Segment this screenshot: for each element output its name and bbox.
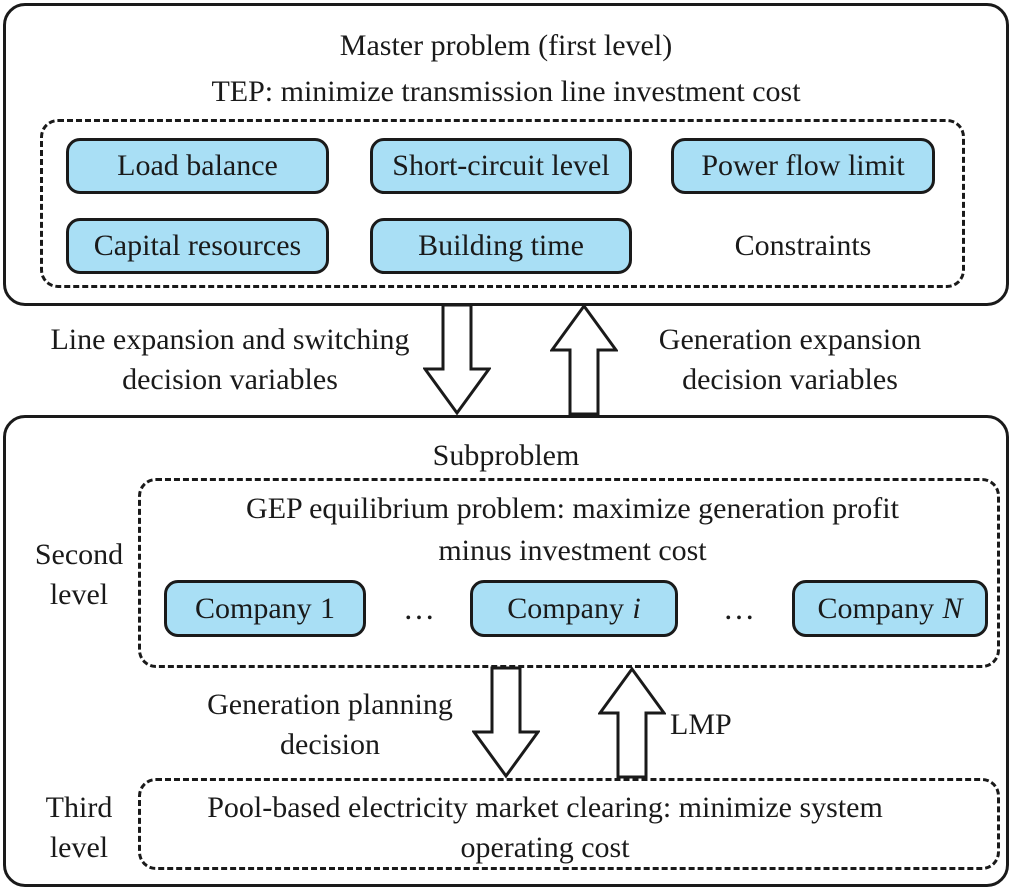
market-clearing-text: Pool-based electricity market clearing: …: [145, 788, 945, 868]
gep-title-line: minus investment cost: [438, 534, 707, 567]
up-arrow-icon-bottom: [598, 666, 666, 779]
market-text-line: operating cost: [460, 831, 630, 864]
constraint-pill-capital-resources: Capital resources: [66, 218, 329, 274]
gep-title-line: GEP equilibrium problem: maximize genera…: [246, 492, 899, 525]
subproblem-title: Subproblem: [432, 439, 580, 472]
level-label-line: level: [49, 578, 109, 611]
constraints-group-box: [40, 119, 965, 288]
company-index: N: [942, 591, 963, 625]
constraint-label: Capital resources: [93, 229, 302, 262]
market-clearing-box: [138, 778, 1000, 870]
master-problem-box: Master problem (first level) TEP: minimi…: [3, 3, 1009, 306]
constraint-pill-load-balance: Load balance: [66, 138, 329, 194]
company-pill-1: Company 1: [164, 580, 366, 637]
master-title: Master problem (first level): [339, 29, 673, 62]
level-label-line: level: [49, 831, 109, 864]
flow-label-line: decision variables: [682, 363, 898, 396]
company-index: 1: [320, 591, 336, 625]
down-arrow-icon-bottom: [472, 666, 540, 779]
constraint-pill-short-circuit: Short-circuit level: [370, 138, 632, 194]
company-label: Company: [194, 591, 312, 625]
constraint-label: Building time: [418, 229, 584, 262]
master-subtitle: TEP: minimize transmission line investme…: [211, 75, 801, 108]
constraint-label: Power flow limit: [701, 149, 905, 182]
flow-top-right-label: Generation expansion decision variables: [620, 320, 960, 400]
down-arrow-icon-top: [423, 303, 491, 416]
up-arrow-icon-top: [550, 303, 618, 416]
subproblem-box: Subproblem: [3, 415, 1009, 887]
constraint-pill-power-flow: Power flow limit: [671, 138, 935, 194]
market-text-line: Pool-based electricity market clearing: …: [207, 791, 883, 824]
company-label: Company: [507, 591, 624, 625]
constraint-label: Short-circuit level: [392, 149, 610, 182]
company-pill-n: Company N: [792, 580, 988, 637]
flow-label-line: Generation expansion: [658, 323, 922, 356]
constraints-label: Constraints: [734, 229, 872, 262]
ellipsis: …: [723, 590, 757, 626]
generation-planning-label: Generation planning decision: [180, 685, 480, 765]
flow-label-line: decision: [280, 728, 380, 761]
company-label: Company: [817, 591, 935, 625]
flow-label-line: decision variables: [122, 363, 338, 396]
constraint-label: Load balance: [117, 149, 278, 182]
gep-title: GEP equilibrium problem: maximize genera…: [150, 488, 995, 572]
gep-box: [138, 478, 1000, 668]
second-level-label: Second level: [18, 535, 140, 615]
company-index: i: [632, 591, 641, 625]
flow-label-line: Line expansion and switching: [50, 323, 410, 356]
lmp-label: LMP: [670, 708, 732, 741]
third-level-label: Third level: [18, 788, 140, 868]
flow-label-line: Generation planning: [207, 688, 453, 721]
company-pill-i: Company i: [470, 580, 678, 637]
level-label-line: Second: [34, 538, 124, 571]
ellipsis: …: [403, 590, 437, 626]
constraint-pill-building-time: Building time: [370, 218, 632, 274]
level-label-line: Third: [45, 791, 113, 824]
flow-top-left-label: Line expansion and switching decision va…: [20, 320, 440, 400]
